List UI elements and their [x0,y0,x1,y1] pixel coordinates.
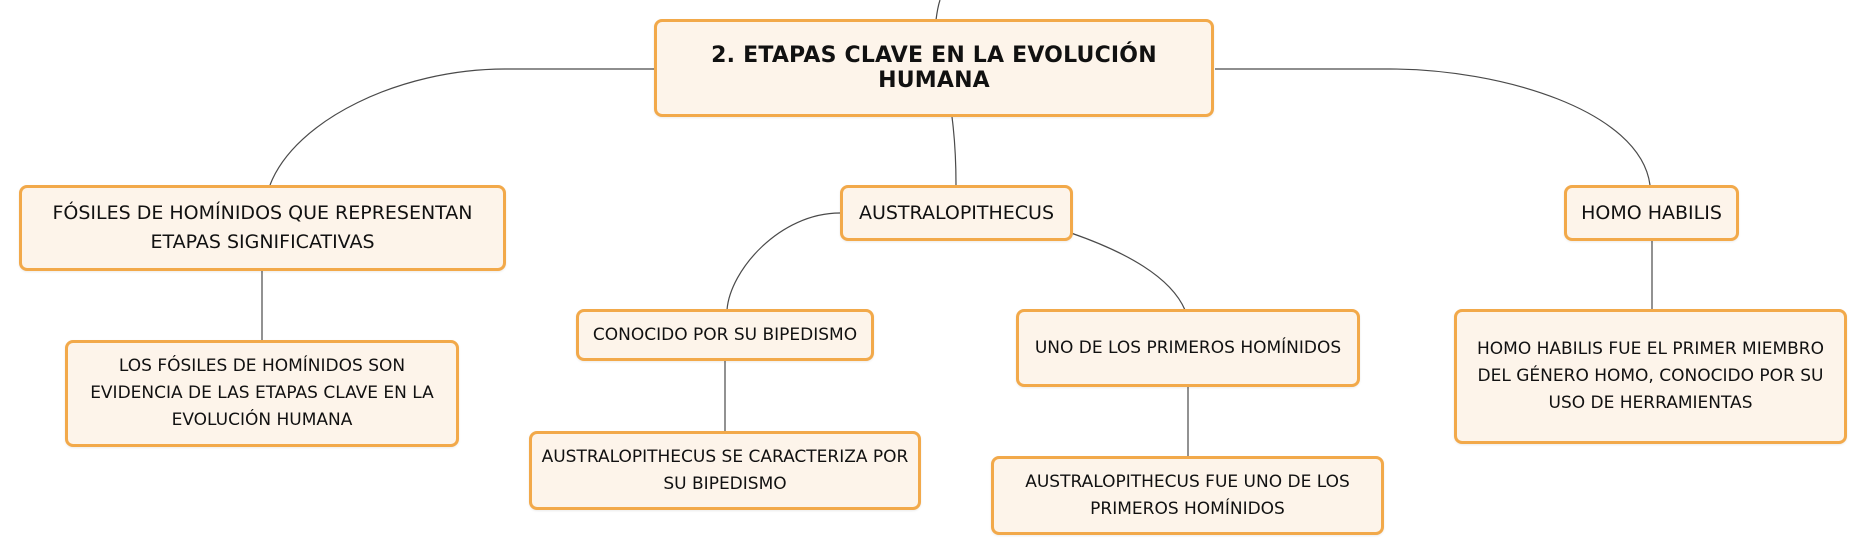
subtopic-first-hominids[interactable]: UNO DE LOS PRIMEROS HOMÍNIDOS [1016,309,1360,387]
subtopic-first-hominids-detail[interactable]: AUSTRALOPITHECUS FUE UNO DE LOS PRIMEROS… [991,456,1384,535]
topic-fossils[interactable]: FÓSILES DE HOMÍNIDOS QUE REPRESENTAN ETA… [19,185,506,271]
topic-australopithecus-label: AUSTRALOPITHECUS [858,201,1055,224]
subtopic-fossils-detail-label: LOS FÓSILES DE HOMÍNIDOS SON EVIDENCIA D… [90,356,434,430]
subtopic-bipedal-detail[interactable]: AUSTRALOPITHECUS SE CARACTERIZA POR SU B… [529,431,921,510]
connector-root-to-fossils [269,68,655,186]
subtopic-homo-habilis-detail[interactable]: HOMO HABILIS FUE EL PRIMER MIEMBRO DEL G… [1454,309,1847,444]
connector-root-to-australopithecus [951,116,957,186]
root-topic[interactable]: 2. ETAPAS CLAVE EN LA EVOLUCIÓN HUMANA [654,19,1214,117]
topic-homo-habilis[interactable]: HOMO HABILIS [1564,185,1739,241]
subtopic-bipedal-label: CONOCIDO POR SU BIPEDISMO [592,324,858,345]
topic-homo-habilis-label: HOMO HABILIS [1581,201,1722,224]
subtopic-first-hominids-detail-label: AUSTRALOPITHECUS FUE UNO DE LOS PRIMEROS… [1025,471,1350,519]
subtopic-bipedal[interactable]: CONOCIDO POR SU BIPEDISMO [576,309,874,361]
connector-root-to-homo-habilis [1215,68,1651,186]
subtopic-bipedal-detail-label: AUSTRALOPITHECUS SE CARACTERIZA POR SU B… [541,446,909,494]
connector-australopithecus-to-bipedal [726,212,841,311]
connector-australopithecus-to-first [1070,232,1186,311]
root-topic-label: 2. ETAPAS CLAVE EN LA EVOLUCIÓN HUMANA [711,43,1157,93]
subtopic-first-hominids-label: UNO DE LOS PRIMEROS HOMÍNIDOS [1034,337,1342,358]
subtopic-fossils-detail[interactable]: LOS FÓSILES DE HOMÍNIDOS SON EVIDENCIA D… [65,340,459,447]
topic-fossils-label: FÓSILES DE HOMÍNIDOS QUE REPRESENTAN ETA… [52,202,473,253]
connector-parent-to-root [935,0,941,21]
topic-australopithecus[interactable]: AUSTRALOPITHECUS [840,185,1073,241]
subtopic-homo-habilis-detail-label: HOMO HABILIS FUE EL PRIMER MIEMBRO DEL G… [1476,339,1824,413]
